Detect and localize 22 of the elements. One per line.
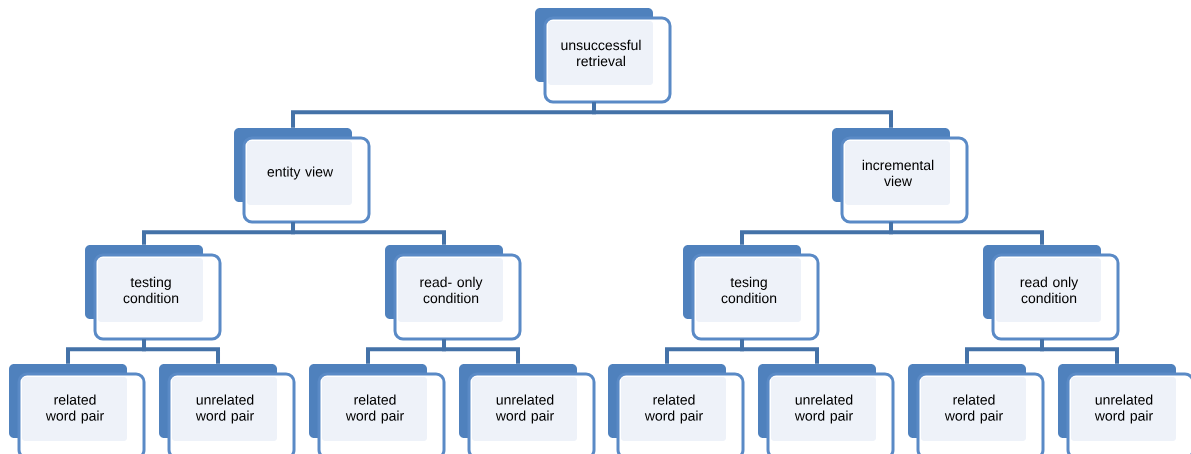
node-box: related word pair: [9, 364, 146, 454]
connector-line: [291, 222, 446, 245]
connector-line: [1040, 339, 1119, 364]
node-box: unrelated word pair: [758, 364, 895, 454]
connector-line: [442, 339, 520, 364]
node-box: related word pair: [908, 364, 1045, 454]
node-box: unrelated word pair: [459, 364, 596, 454]
node-box: unrelated word pair: [159, 364, 296, 454]
node-box: entity view: [234, 128, 371, 224]
connector-line: [740, 339, 819, 364]
connector-line: [142, 339, 220, 364]
node-box: unsuccessful retrieval: [535, 8, 672, 104]
node-box: related word pair: [608, 364, 745, 454]
node-box: read- only condition: [385, 245, 522, 341]
node-box: incremental view: [832, 128, 969, 224]
node-box: related word pair: [309, 364, 446, 454]
connector-line: [592, 102, 893, 128]
node-box: unrelated word pair: [1058, 364, 1191, 454]
connector-line: [889, 222, 1044, 245]
node-box: tesing condition: [683, 245, 820, 341]
node-box: testing condition: [85, 245, 222, 341]
node-box: read only condition: [983, 245, 1120, 341]
